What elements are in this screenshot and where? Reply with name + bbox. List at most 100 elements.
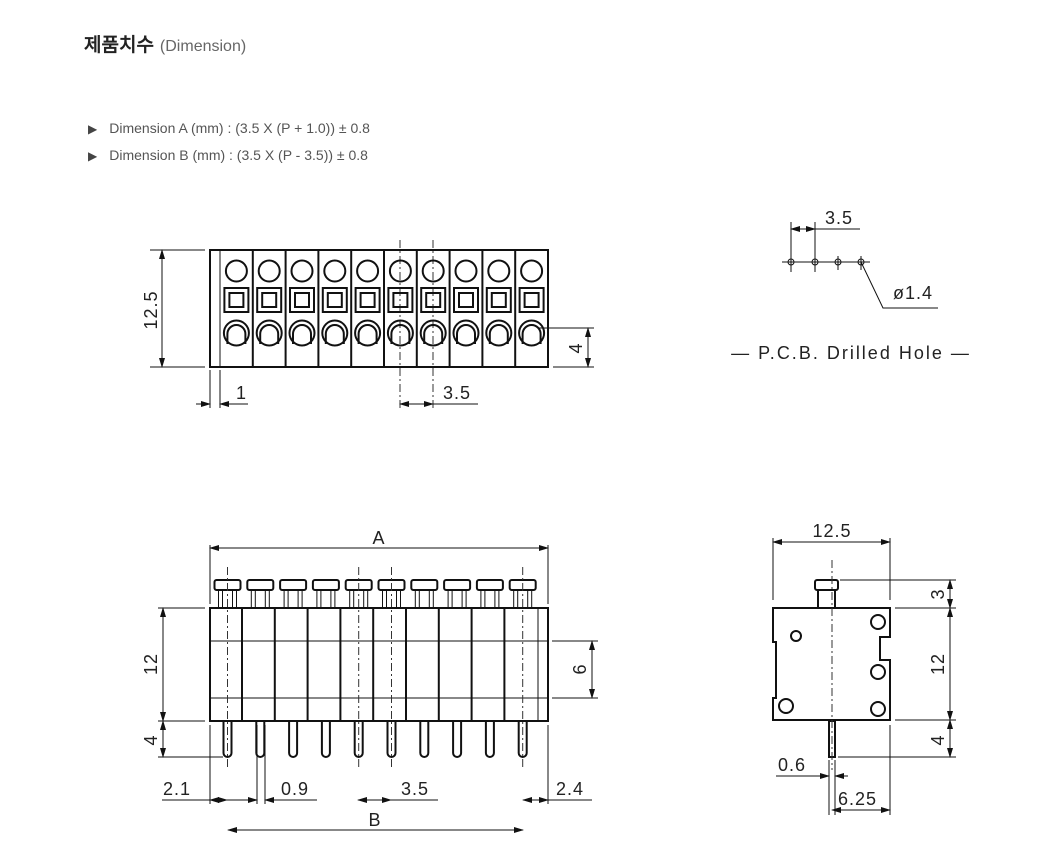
dim-right-offset: 2.4 <box>556 779 584 799</box>
pin <box>288 721 299 758</box>
release-button-outer <box>321 287 348 313</box>
spec-text: Dimension B (mm) : (3.5 X (P - 3.5)) ± 0… <box>109 147 368 163</box>
release-button-inner <box>425 292 442 308</box>
release-button-outer <box>420 287 447 313</box>
dim-top-pitch: 3.5 <box>443 383 471 403</box>
release-button-inner <box>228 292 245 308</box>
contact-u-shape <box>226 324 247 344</box>
button-stem <box>513 590 533 608</box>
pin <box>255 721 266 758</box>
front-view: A 12 4 6 2.1 0.9 3.5 2.4 B <box>141 528 598 833</box>
contact-hole <box>386 319 414 347</box>
release-button-inner <box>294 292 310 308</box>
wire-entry-hole <box>388 259 412 283</box>
dim-side-width: 12.5 <box>812 521 851 541</box>
pin <box>222 721 233 758</box>
contact-u-shape <box>488 324 509 344</box>
title-subtitle: (Dimension) <box>159 38 247 55</box>
triangle-right-icon: ▶ <box>88 122 98 136</box>
button-stem <box>414 590 434 608</box>
release-button-outer <box>387 287 414 313</box>
button-stem <box>283 590 303 608</box>
wire-entry-hole <box>290 259 314 283</box>
button-stem <box>480 590 500 608</box>
spec-dimension-b: ▶ Dimension B (mm) : (3.5 X (P - 3.5)) ± … <box>88 147 368 163</box>
release-button-outer <box>354 287 381 313</box>
contact-u-shape <box>390 324 411 344</box>
release-button-outer <box>223 287 250 313</box>
pin <box>386 721 397 758</box>
dim-pin-width: 0.9 <box>281 779 309 799</box>
release-button-inner <box>261 292 278 308</box>
release-button-inner <box>490 292 507 308</box>
dim-b: B <box>368 810 381 830</box>
wire-entry-hole <box>257 259 281 283</box>
spec-text: Dimension A (mm) : (3.5 X (P + 1.0)) ± 0… <box>109 120 370 136</box>
release-button-inner <box>523 292 540 308</box>
pin <box>419 721 430 758</box>
triangle-right-icon: ▶ <box>88 149 98 163</box>
contact-u-shape <box>259 324 280 344</box>
wire-entry-hole <box>421 259 445 283</box>
wire-entry-hole <box>454 259 478 283</box>
dim-pin-offset: 6.25 <box>838 789 877 809</box>
top-view: 12.5 4 1 3.5 <box>141 240 594 408</box>
wire-entry-hole <box>520 259 544 283</box>
pin <box>484 721 495 758</box>
dim-side-pin-length: 4 <box>928 734 948 745</box>
release-button-outer <box>485 287 512 313</box>
dim-left-offset: 2.1 <box>163 779 191 799</box>
button-cap <box>279 579 308 591</box>
wire-entry-hole <box>224 259 248 283</box>
release-button-outer <box>289 287 315 313</box>
release-button-outer <box>256 287 283 313</box>
pcb-drilled-hole: 3.5 ø1.4 — P.C.B. Drilled Hole — <box>731 208 971 363</box>
button-stem <box>447 590 467 608</box>
dim-side-pin-width: 0.6 <box>778 755 806 775</box>
contact-u-shape <box>357 324 378 344</box>
title-korean: 제품치수 <box>84 34 154 56</box>
side-view: 12.5 3 12 4 0.6 6.25 <box>772 521 956 815</box>
contact-hole <box>288 319 316 347</box>
wire-entry-hole <box>356 259 380 283</box>
contact-hole <box>354 319 382 347</box>
contact-u-shape <box>456 324 476 344</box>
release-button-inner <box>392 292 409 308</box>
contact-hole <box>321 319 349 347</box>
contact-hole <box>419 319 447 347</box>
pin <box>320 721 331 758</box>
button-stem <box>250 590 270 608</box>
button-stem <box>316 590 336 608</box>
contact-u-shape <box>292 324 312 344</box>
dim-edge: 1 <box>236 383 247 403</box>
release-button-inner <box>359 292 376 308</box>
top-body <box>209 249 549 368</box>
dim-side-height: 12 <box>928 653 948 675</box>
dim-pin-length: 4 <box>141 734 161 745</box>
section-title: 제품치수 (Dimension) <box>84 30 246 57</box>
button-stem <box>382 590 401 608</box>
release-button-outer <box>453 287 479 313</box>
dim-body-height: 12 <box>141 653 161 675</box>
contact-u-shape <box>324 324 345 344</box>
button-cap <box>246 579 275 591</box>
dim-a: A <box>372 528 385 548</box>
contact-hole <box>452 319 480 347</box>
pcb-caption: — P.C.B. Drilled Hole — <box>731 343 971 363</box>
button-stem <box>349 590 369 608</box>
dim-mid: 6 <box>570 663 590 674</box>
dim-pcb-pitch: 3.5 <box>825 208 853 228</box>
button-cap <box>410 579 439 591</box>
wire-entry-hole <box>323 259 347 283</box>
release-button-inner <box>326 292 343 308</box>
contact-u-shape <box>423 324 444 344</box>
front-body <box>209 607 549 722</box>
dim-front-pitch: 3.5 <box>401 779 429 799</box>
button-stem <box>218 590 237 608</box>
contact-hole <box>485 319 513 347</box>
release-button-outer <box>518 287 545 313</box>
dim-cap: 3 <box>928 588 948 599</box>
contact-hole <box>255 319 283 347</box>
pin <box>452 721 463 758</box>
